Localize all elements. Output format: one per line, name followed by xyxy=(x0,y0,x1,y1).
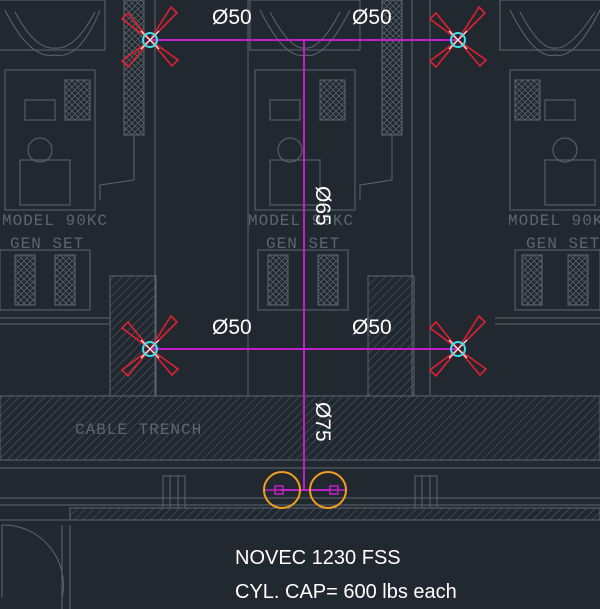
nozzle-top-left xyxy=(120,5,180,69)
pipe-size-top-right: Ø50 xyxy=(352,6,392,29)
genset-left xyxy=(0,0,145,311)
pipe-size-mid-right: Ø50 xyxy=(352,316,392,339)
pipe-network xyxy=(150,39,458,491)
pipe-size-riser-upper: Ø65 xyxy=(311,186,334,226)
genset-center-type-label: GEN SET xyxy=(266,235,340,253)
genset-right-model-label: MODEL 90KC xyxy=(508,212,600,230)
pipe-size-mid-left: Ø50 xyxy=(212,316,252,339)
genset-right-type-label: GEN SET xyxy=(526,235,600,253)
nozzle-mid-right xyxy=(428,314,488,378)
pipe-size-top-left: Ø50 xyxy=(212,6,252,29)
genset-left-type-label: GEN SET xyxy=(10,235,84,253)
capacity-note: CYL. CAP= 600 lbs each xyxy=(235,581,457,603)
cylinder-left xyxy=(263,471,301,509)
nozzle-mid-left xyxy=(120,314,180,378)
cylinder-right xyxy=(309,471,347,509)
genset-center xyxy=(249,0,403,311)
cable-trench-label: CABLE TRENCH xyxy=(75,421,202,439)
genset-left-model-label: MODEL 90KC xyxy=(2,212,108,230)
genset-center-model-label: MODEL 90KC xyxy=(248,212,354,230)
nozzle-top-right xyxy=(428,5,488,69)
pipe-size-riser-lower: Ø75 xyxy=(311,402,334,442)
system-note: NOVEC 1230 FSS xyxy=(235,547,401,569)
genset-right xyxy=(499,0,600,311)
